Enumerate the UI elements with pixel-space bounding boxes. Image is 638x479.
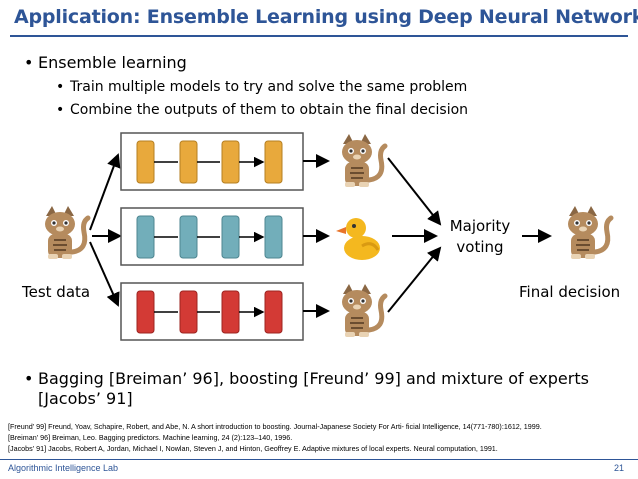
bullet-text-line2: [Jacobs’ 91]: [38, 389, 133, 408]
input-cat-icon: [45, 206, 88, 259]
reference-freund: [Freund’ 99] Freund, Yoav, Schapire, Rob…: [8, 422, 542, 431]
arrow-output1-vote: [387, 157, 442, 226]
references: [Freund’ 99] Freund, Yoav, Schapire, Rob…: [8, 421, 542, 454]
page-number: 21: [613, 463, 624, 473]
bullet-glyph: •: [24, 369, 34, 388]
arrow-input-model3: [89, 241, 120, 307]
bullet-glyph: •: [24, 53, 34, 72]
bullet-glyph: •: [56, 102, 65, 118]
bullet-text: Combine the outputs of them to obtain th…: [70, 102, 469, 118]
slide-title: Application: Ensemble Learning using Dee…: [14, 6, 638, 28]
voting-line-1: Majority: [449, 217, 511, 235]
final-cat-icon: [568, 206, 611, 259]
bullet-train-models: • Train multiple models to try and solve …: [56, 79, 467, 95]
bullet-bagging-boosting: •Bagging [Breiman’ 96], boosting [Freund…: [24, 369, 589, 409]
model-3-output-cat-icon: [342, 284, 385, 337]
voting-line-2: voting: [456, 238, 504, 256]
bullet-ensemble-learning: •Ensemble learning: [24, 53, 187, 72]
model-2-layers: [136, 215, 283, 259]
title-divider: [10, 35, 628, 37]
bullet-text: Train multiple models to try and solve t…: [70, 79, 468, 95]
model-1-output-cat-icon: [342, 134, 385, 187]
bullet-text: Ensemble learning: [38, 53, 187, 72]
bullet-text-line1: Bagging [Breiman’ 96], boosting [Freund’…: [38, 369, 589, 388]
arrow-input-model1: [89, 153, 121, 231]
model-3-layers: [136, 290, 283, 334]
bullet-combine-outputs: • Combine the outputs of them to obtain t…: [56, 102, 468, 118]
test-data-label: Test data: [22, 283, 91, 301]
reference-breiman: [Breiman’ 96] Breiman, Leo. Bagging pred…: [8, 433, 293, 442]
majority-voting-label: Majority voting: [440, 216, 520, 258]
footer-divider: [0, 459, 638, 460]
model-2-output-duck-icon: [334, 216, 382, 262]
model-1-layers: [136, 140, 283, 184]
footer-lab-name: Algorithmic Intelligence Lab: [8, 463, 119, 473]
arrow-output3-vote: [387, 246, 442, 313]
bullet-glyph: •: [56, 79, 65, 95]
final-decision-label: Final decision: [519, 283, 621, 301]
reference-jacobs: [Jacobs’ 91] Jacobs, Robert A, Jordan, M…: [8, 444, 498, 453]
